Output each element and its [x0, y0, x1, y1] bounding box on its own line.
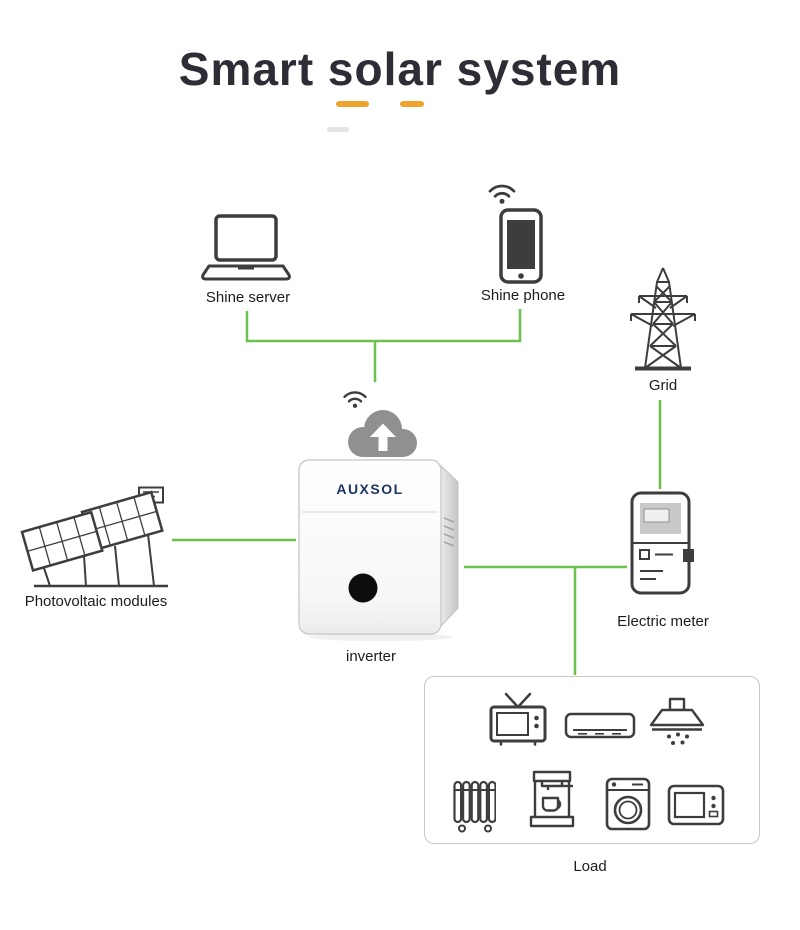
electric-meter-icon	[630, 491, 694, 595]
smartphone-icon	[499, 208, 543, 284]
load-washing-machine	[605, 777, 651, 831]
electric-meter-label: Electric meter	[617, 613, 709, 630]
page-title: Smart solar system	[178, 43, 622, 95]
load-tv	[487, 690, 549, 747]
shine-phone-node	[499, 208, 543, 284]
shine-phone-label: Shine phone	[480, 287, 566, 304]
air-conditioner-icon	[564, 712, 636, 739]
coffee-machine-icon	[529, 770, 575, 828]
photovoltaic-label: Photovoltaic modules	[24, 593, 168, 610]
solar-panel-icon	[20, 486, 168, 588]
inverter-knob	[348, 573, 378, 603]
shine-server-node	[200, 213, 292, 285]
inverter-image: AUXSOL	[298, 459, 459, 641]
radiator-icon	[453, 780, 497, 833]
title-underline-dash	[336, 101, 369, 107]
load-microwave	[667, 784, 725, 826]
inverter-brand-text: AUXSOL	[336, 481, 403, 497]
load-coffee-machine	[527, 770, 577, 830]
load-range-hood	[647, 697, 707, 749]
inverter-label: inverter	[345, 648, 397, 665]
phone-wifi-node	[487, 181, 517, 205]
photovoltaic-node	[20, 486, 172, 594]
load-air-conditioner	[564, 712, 636, 742]
grid-node	[617, 264, 709, 372]
load-label: Load	[573, 858, 607, 875]
inverter-side-vents	[443, 517, 455, 547]
laptop-icon	[201, 214, 291, 281]
title-underline-dash	[400, 101, 424, 107]
inverter-node: AUXSOL	[297, 452, 465, 642]
range-hood-icon	[649, 697, 705, 745]
cloud-upload-icon	[348, 410, 417, 457]
grid-label: Grid	[648, 377, 678, 394]
wifi-icon	[488, 184, 516, 204]
cloud-node	[336, 400, 428, 462]
tv-icon	[489, 692, 547, 746]
wifi-icon	[343, 391, 367, 408]
microwave-icon	[667, 784, 725, 826]
title-underline-dash-gray	[327, 127, 349, 132]
shine-server-label: Shine server	[205, 289, 291, 306]
cloud-wifi-node	[342, 388, 368, 409]
washing-machine-icon	[605, 777, 651, 831]
transmission-tower-icon	[630, 267, 696, 371]
electric-meter-node	[629, 491, 697, 597]
load-radiator	[452, 776, 497, 834]
